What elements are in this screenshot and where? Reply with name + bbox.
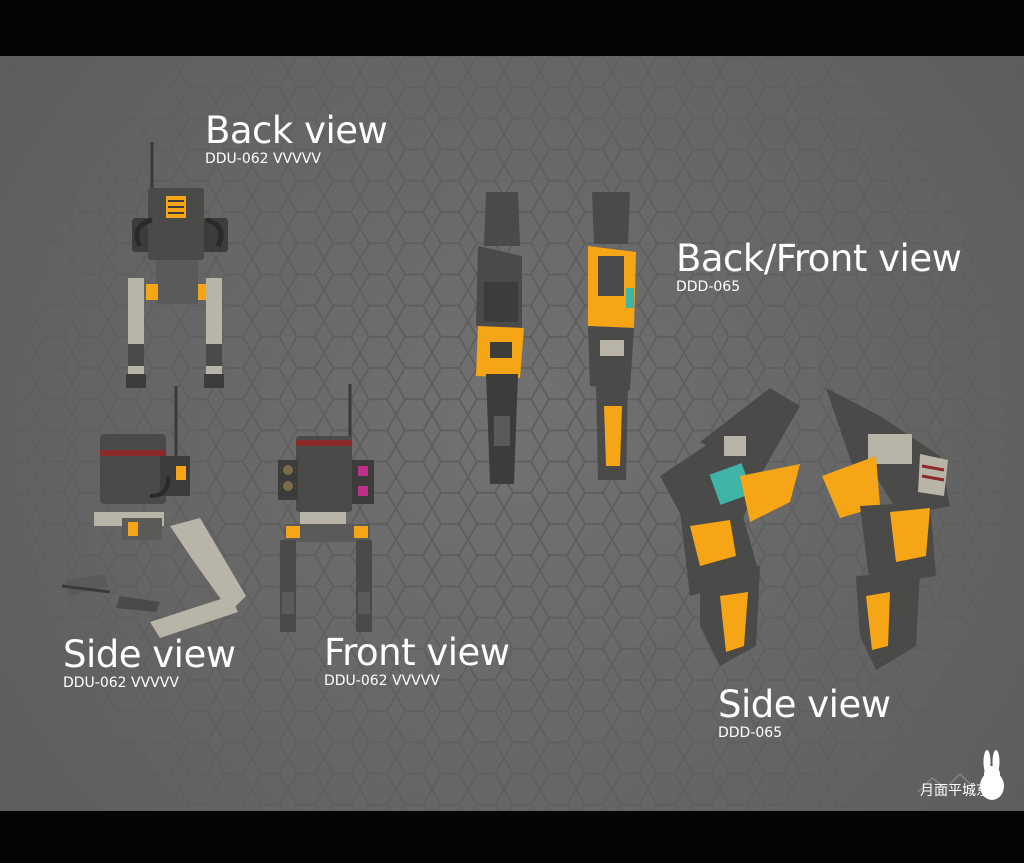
model-code: DDU-062 VVVVV	[205, 151, 321, 167]
view-title: Back/Front view	[676, 237, 962, 280]
label-back-front-view: Back/Front view DDD-065	[676, 237, 962, 295]
ddd065-front-view-drawing	[588, 192, 636, 480]
model-code: DDD-065	[718, 725, 783, 741]
rabbit-icon	[917, 750, 1004, 800]
view-title: Side view	[718, 683, 891, 726]
letterbox-bottom	[0, 811, 1024, 863]
ddu062-front-view-drawing	[278, 384, 374, 632]
label-side-view-right: Side view DDD-065	[718, 683, 891, 741]
watermark-text: 月面平城京	[920, 783, 990, 799]
label-back-view: Back view DDU-062 VVVVV	[205, 109, 388, 167]
view-title: Front view	[324, 631, 510, 674]
model-code: DDU-062 VVVVV	[63, 675, 179, 691]
ddu062-back-view-drawing	[126, 142, 228, 388]
model-code: DDU-062 VVVVV	[324, 673, 440, 689]
ddd065-back-view-drawing	[476, 192, 524, 484]
ddu062-side-view-drawing	[61, 386, 246, 638]
letterbox-top	[0, 0, 1024, 56]
view-title: Side view	[63, 633, 236, 676]
model-code: DDD-065	[676, 279, 741, 295]
label-side-view-left: Side view DDU-062 VVVVV	[63, 633, 236, 691]
mech-illustrations	[61, 142, 950, 670]
label-front-view: Front view DDU-062 VVVVV	[324, 634, 510, 688]
ddd065-side-view-right-drawing	[822, 388, 950, 670]
view-title: Back view	[205, 109, 388, 152]
ddd065-side-view-left-drawing	[660, 388, 800, 666]
concept-sheet-canvas: Back view DDU-062 VVVVV Back/Front view …	[0, 56, 1024, 811]
